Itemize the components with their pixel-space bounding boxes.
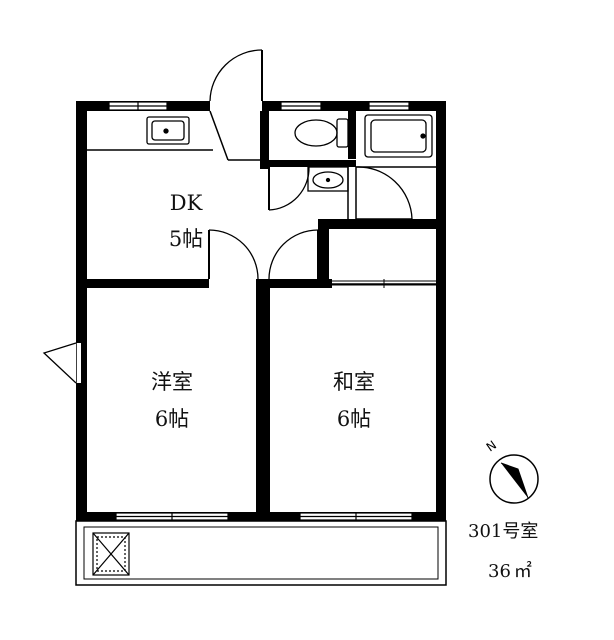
closet-wall-top [318, 219, 436, 229]
wall-toilet-right [348, 111, 356, 159]
window-japanese-bottom [299, 512, 413, 521]
balcony-inner [83, 526, 439, 580]
unit-area-value: 36 [488, 561, 511, 582]
interior-walls [87, 111, 436, 521]
unit-area-unit: ㎡ [514, 560, 532, 582]
toilet-fixture [294, 118, 349, 148]
door-dk-japanese [268, 229, 319, 280]
balcony [75, 520, 447, 586]
dk-size: 5帖 [169, 227, 203, 251]
closet-sliding-door [329, 279, 436, 288]
compass-north-label: N [484, 438, 499, 455]
wall-toilet-bottom [269, 160, 356, 167]
closet-wall-left [318, 219, 329, 288]
japanese-room-name: 和室 [333, 370, 375, 394]
bathtub [364, 114, 433, 158]
outer-wall-top-right [262, 101, 446, 111]
wall-between-bedrooms [256, 279, 270, 521]
door-toilet [268, 166, 310, 211]
unit-number: 301号室 [468, 521, 538, 542]
door-dk-western [208, 229, 259, 280]
entrance-door [209, 49, 263, 106]
wall-dk-bedroom-right [270, 279, 332, 288]
western-room-name: 洋室 [151, 370, 193, 394]
doors [42, 49, 413, 384]
evacuation-hatch [92, 532, 130, 576]
outer-wall-left [76, 101, 87, 521]
dk-name: DK [170, 191, 203, 215]
japanese-room-size: 6帖 [337, 407, 371, 431]
outer-wall-right [436, 101, 446, 521]
window-bath-top [368, 101, 410, 111]
kitchen-sink [146, 116, 190, 145]
window-toilet-top [280, 101, 322, 111]
door-bath [355, 166, 413, 220]
wash-basin [307, 166, 349, 192]
window-western-bottom [115, 512, 229, 521]
window-dk-top [108, 101, 168, 111]
windows [108, 101, 413, 521]
compass-icon: N [484, 438, 539, 504]
balcony-railing [75, 520, 447, 586]
western-room-size: 6帖 [155, 407, 189, 431]
wall-dk-bedroom-left [87, 279, 209, 288]
door-side-window [42, 342, 81, 384]
wall-dk-western-stub [201, 279, 209, 288]
wall-toilet-left [260, 111, 269, 169]
